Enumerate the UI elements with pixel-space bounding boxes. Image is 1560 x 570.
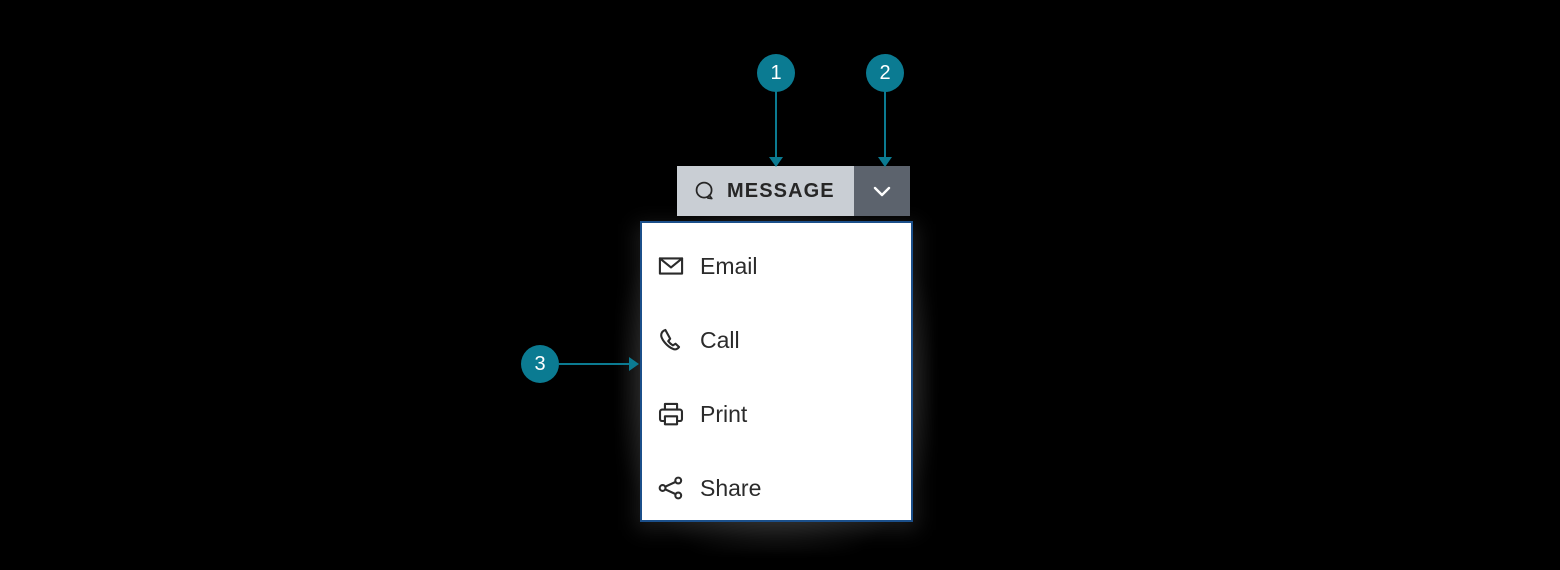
callout-arrow-2 xyxy=(884,90,886,158)
share-nodes-icon xyxy=(656,473,686,503)
callout-arrow-3 xyxy=(559,363,630,365)
menu-item-email[interactable]: Email xyxy=(642,229,911,303)
callout-badge-2: 2 xyxy=(866,54,904,92)
menu-item-call[interactable]: Call xyxy=(642,303,911,377)
split-button-main[interactable]: MESSAGE xyxy=(677,166,854,216)
phone-icon xyxy=(656,325,686,355)
chevron-down-icon xyxy=(870,179,894,203)
callout-arrow-1 xyxy=(775,90,777,158)
dropdown-menu: Email Call Print xyxy=(640,221,913,522)
split-button-toggle[interactable] xyxy=(853,166,910,216)
menu-item-share-label: Share xyxy=(700,474,762,501)
envelope-icon xyxy=(656,251,686,281)
printer-icon xyxy=(656,399,686,429)
split-button-label: MESSAGE xyxy=(727,179,835,202)
menu-item-share[interactable]: Share xyxy=(642,451,911,525)
message-bubble-icon xyxy=(694,180,716,202)
menu-item-call-label: Call xyxy=(700,326,740,353)
callout-badge-3: 3 xyxy=(521,345,559,383)
menu-item-email-label: Email xyxy=(700,252,758,279)
callout-badge-2-number: 2 xyxy=(879,62,891,84)
callout-badge-1-number: 1 xyxy=(770,62,782,84)
split-button: MESSAGE xyxy=(677,166,910,216)
menu-item-print-label: Print xyxy=(700,400,748,427)
callout-badge-3-number: 3 xyxy=(534,353,546,375)
menu-item-print[interactable]: Print xyxy=(642,377,911,451)
callout-badge-1: 1 xyxy=(757,54,795,92)
